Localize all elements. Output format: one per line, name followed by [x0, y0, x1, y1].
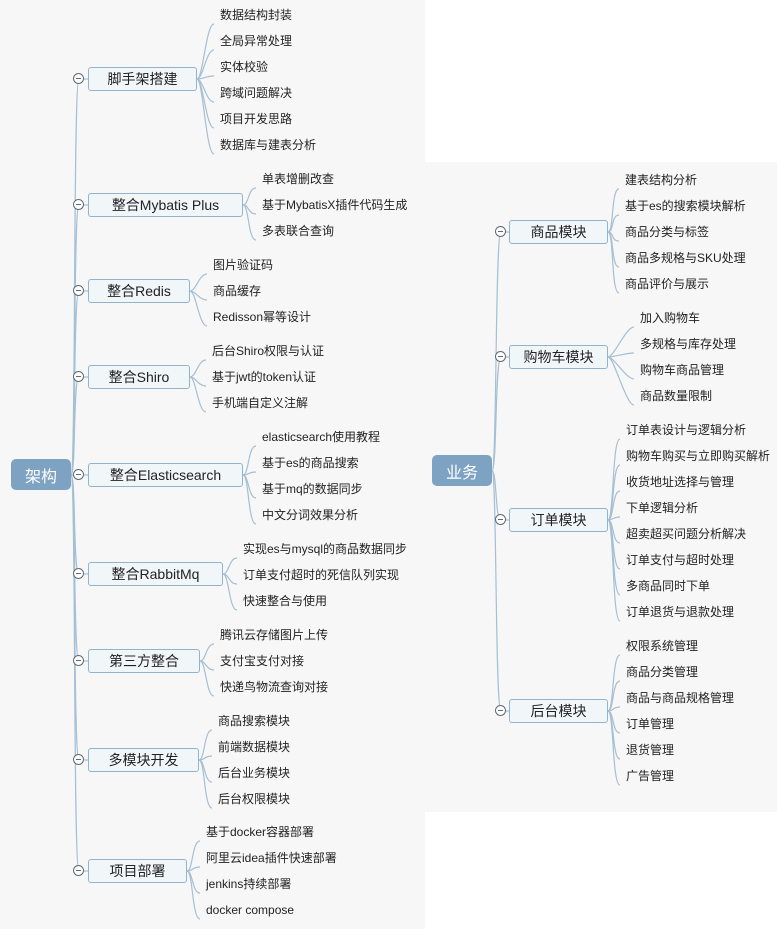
leaf-topic[interactable]: 商品搜索模块 — [218, 714, 291, 728]
leaf-topic[interactable]: 商品与商品规格管理 — [626, 691, 735, 705]
leaf-topic[interactable]: 腾讯云存储图片上传 — [220, 628, 329, 642]
leaf-topic[interactable]: 多规格与库存处理 — [640, 337, 737, 351]
branch-node[interactable]: 整合Shiro — [88, 365, 190, 389]
collapse-toggle-icon[interactable] — [495, 705, 506, 716]
leaf-topic[interactable]: 多商品同时下单 — [626, 579, 711, 593]
leaf-topic[interactable]: 手机端自定义注解 — [212, 396, 309, 410]
collapse-toggle-icon[interactable] — [73, 655, 84, 666]
collapse-toggle-icon[interactable] — [495, 226, 506, 237]
leaf-topic[interactable]: jenkins持续部署 — [206, 877, 292, 891]
leaf-topic[interactable]: 多表联合查询 — [262, 224, 335, 238]
leaf-topic[interactable]: 项目开发思路 — [220, 112, 293, 126]
leaf-topic[interactable]: 加入购物车 — [640, 311, 701, 325]
root-node-architecture[interactable]: 架构 — [11, 459, 71, 490]
collapse-toggle-icon[interactable] — [73, 285, 84, 296]
leaf-topic[interactable]: 订单支付超时的死信队列实现 — [243, 568, 400, 582]
leaf-topic[interactable]: Redisson幂等设计 — [213, 310, 312, 324]
leaf-topic[interactable]: 基于jwt的token认证 — [212, 370, 317, 384]
leaf-topic[interactable]: 购物车商品管理 — [640, 363, 725, 377]
leaf-topic[interactable]: 基于mq的数据同步 — [262, 482, 363, 496]
leaf-topic[interactable]: 商品评价与展示 — [625, 277, 710, 291]
leaf-topic[interactable]: 实体校验 — [220, 60, 269, 74]
collapse-toggle-icon[interactable] — [495, 351, 506, 362]
leaf-topic[interactable]: 订单表设计与逻辑分析 — [626, 423, 747, 437]
collapse-toggle-icon[interactable] — [73, 371, 84, 382]
root-node-business[interactable]: 业务 — [432, 455, 492, 486]
leaf-topic[interactable]: docker compose — [206, 903, 295, 917]
leaf-topic[interactable]: 商品分类与标签 — [625, 225, 710, 239]
leaf-topic[interactable]: 商品数量限制 — [640, 389, 713, 403]
leaf-topic[interactable]: 广告管理 — [626, 769, 675, 783]
leaf-topic[interactable]: elasticsearch使用教程 — [262, 430, 381, 444]
leaf-topic[interactable]: 退货管理 — [626, 743, 675, 757]
leaf-topic[interactable]: 前端数据模块 — [218, 740, 291, 754]
collapse-toggle-icon[interactable] — [73, 865, 84, 876]
leaf-topic[interactable]: 图片验证码 — [213, 258, 274, 272]
branch-node[interactable]: 整合Redis — [88, 279, 190, 303]
leaf-topic[interactable]: 支付宝支付对接 — [220, 654, 305, 668]
leaf-topic[interactable]: 收货地址选择与管理 — [626, 475, 735, 489]
leaf-topic[interactable]: 中文分词效果分析 — [262, 508, 359, 522]
leaf-topic[interactable]: 数据库与建表分析 — [220, 138, 317, 152]
leaf-topic[interactable]: 快递鸟物流查询对接 — [220, 680, 329, 694]
leaf-topic[interactable]: 后台权限模块 — [218, 792, 291, 806]
leaf-topic[interactable]: 建表结构分析 — [625, 173, 698, 187]
collapse-toggle-icon[interactable] — [73, 754, 84, 765]
leaf-topic[interactable]: 基于docker容器部署 — [206, 825, 315, 839]
leaf-topic[interactable]: 商品分类管理 — [626, 665, 699, 679]
collapse-toggle-icon[interactable] — [73, 73, 84, 84]
leaf-topic[interactable]: 单表增删改查 — [262, 172, 335, 186]
branch-node[interactable]: 整合Mybatis Plus — [88, 193, 243, 217]
branch-node[interactable]: 购物车模块 — [509, 345, 608, 369]
leaf-topic[interactable]: 阿里云idea插件快速部署 — [206, 851, 337, 865]
leaf-topic[interactable]: 后台业务模块 — [218, 766, 291, 780]
collapse-toggle-icon[interactable] — [73, 199, 84, 210]
branch-node[interactable]: 项目部署 — [88, 859, 187, 883]
leaf-topic[interactable]: 后台Shiro权限与认证 — [212, 344, 325, 358]
leaf-topic[interactable]: 订单退货与退款处理 — [626, 605, 735, 619]
leaf-topic[interactable]: 超卖超买问题分析解决 — [626, 527, 747, 541]
collapse-toggle-icon[interactable] — [73, 568, 84, 579]
leaf-topic[interactable]: 下单逻辑分析 — [626, 501, 699, 515]
branch-node[interactable]: 后台模块 — [509, 699, 608, 723]
leaf-topic[interactable]: 实现es与mysql的商品数据同步 — [243, 542, 408, 556]
leaf-topic[interactable]: 权限系统管理 — [626, 639, 699, 653]
leaf-topic[interactable]: 基于es的搜索模块解析 — [625, 199, 746, 213]
branch-node[interactable]: 脚手架搭建 — [88, 67, 197, 91]
branch-node[interactable]: 第三方整合 — [88, 649, 200, 673]
branch-node[interactable]: 商品模块 — [509, 220, 608, 244]
leaf-topic[interactable]: 商品缓存 — [213, 284, 262, 298]
leaf-topic[interactable]: 订单管理 — [626, 717, 675, 731]
branch-node[interactable]: 订单模块 — [509, 508, 608, 532]
leaf-topic[interactable]: 商品多规格与SKU处理 — [625, 251, 746, 265]
leaf-topic[interactable]: 购物车购买与立即购买解析 — [626, 449, 771, 463]
leaf-topic[interactable]: 基于es的商品搜索 — [262, 456, 359, 470]
collapse-toggle-icon[interactable] — [73, 469, 84, 480]
leaf-topic[interactable]: 数据结构封装 — [220, 8, 293, 22]
branch-node[interactable]: 整合RabbitMq — [88, 562, 223, 586]
branch-node[interactable]: 整合Elasticsearch — [88, 463, 243, 487]
leaf-topic[interactable]: 基于MybatisX插件代码生成 — [262, 198, 408, 212]
leaf-topic[interactable]: 跨域问题解决 — [220, 86, 293, 100]
leaf-topic[interactable]: 快速整合与使用 — [243, 594, 328, 608]
leaf-topic[interactable]: 订单支付与超时处理 — [626, 553, 735, 567]
branch-node[interactable]: 多模块开发 — [88, 748, 199, 772]
collapse-toggle-icon[interactable] — [495, 514, 506, 525]
leaf-topic[interactable]: 全局异常处理 — [220, 34, 293, 48]
